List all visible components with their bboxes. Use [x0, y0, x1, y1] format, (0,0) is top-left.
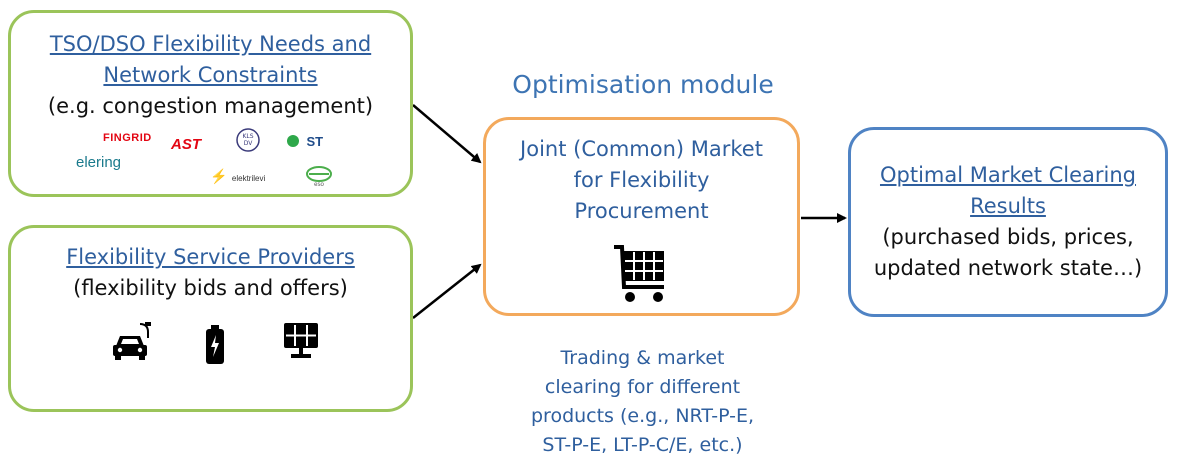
arrow-tso-to-market: [412, 104, 482, 164]
elektrilevi-logo-text: elektrilevi: [231, 174, 266, 183]
tso-dso-box: TSO/DSO Flexibility Needs and Network Co…: [8, 10, 413, 197]
joint-market-box: Joint (Common) Market for Flexibility Pr…: [483, 117, 800, 316]
eso-logo-text: eso: [314, 182, 324, 188]
joint-market-line3: Procurement: [574, 199, 709, 223]
trading-description: Trading & market clearing for different …: [500, 344, 785, 460]
ast-logo: AST: [171, 136, 201, 153]
shopping-cart-icon: [614, 245, 664, 302]
fsp-title[interactable]: Flexibility Service Providers: [66, 245, 355, 269]
joint-market-line1: Joint (Common) Market: [520, 137, 763, 161]
svg-text:DV: DV: [244, 140, 254, 147]
results-title-line1[interactable]: Optimal Market Clearing: [879, 163, 1137, 187]
results-title-line2[interactable]: Results: [970, 194, 1046, 218]
st-logo-text: ST: [306, 134, 324, 149]
flexibility-service-providers-box: Flexibility Service Providers (flexibili…: [8, 225, 413, 412]
results-desc-line2: updated network state…): [873, 256, 1143, 280]
svg-text:KLS: KLS: [242, 133, 253, 140]
trading-line3: products (e.g., NRT-P-E,: [530, 405, 755, 427]
trading-line2: clearing for different: [544, 376, 741, 398]
trading-line1: Trading & market: [560, 347, 725, 369]
electric-car-charging-icon: [113, 322, 151, 360]
elering-logo: elering: [76, 154, 122, 171]
fingrid-logo: FINGRID: [103, 132, 152, 144]
tso-dso-title-line1[interactable]: TSO/DSO Flexibility Needs and: [49, 32, 372, 56]
st-logo-mark-icon: [287, 135, 299, 147]
fsp-subtitle: (flexibility bids and offers): [73, 276, 348, 300]
eso-logo-mark-icon: [306, 166, 332, 182]
optimisation-module-title: Optimisation module: [512, 70, 774, 99]
tso-dso-title-line2[interactable]: Network Constraints: [103, 63, 318, 87]
eso-logo: eso: [305, 165, 333, 188]
circular-emblem-logo: KLS DV: [236, 128, 260, 152]
trading-line4: ST-P-E, LT-P-C/E, etc.): [542, 434, 743, 456]
st-logo: ST: [287, 133, 323, 151]
elektrilevi-logo: ⚡ elektrilevi: [210, 168, 265, 186]
tso-dso-subtitle: (e.g. congestion management): [47, 94, 374, 118]
lightning-icon: ⚡: [210, 168, 228, 184]
solar-panel-icon: [284, 323, 318, 358]
market-clearing-results-box: Optimal Market Clearing Results (purchas…: [848, 127, 1168, 317]
arrow-fsp-to-market: [412, 263, 482, 319]
joint-market-line2: for Flexibility: [573, 168, 710, 192]
results-desc-line1: (purchased bids, prices,: [882, 225, 1134, 249]
battery-icon: [206, 325, 224, 364]
